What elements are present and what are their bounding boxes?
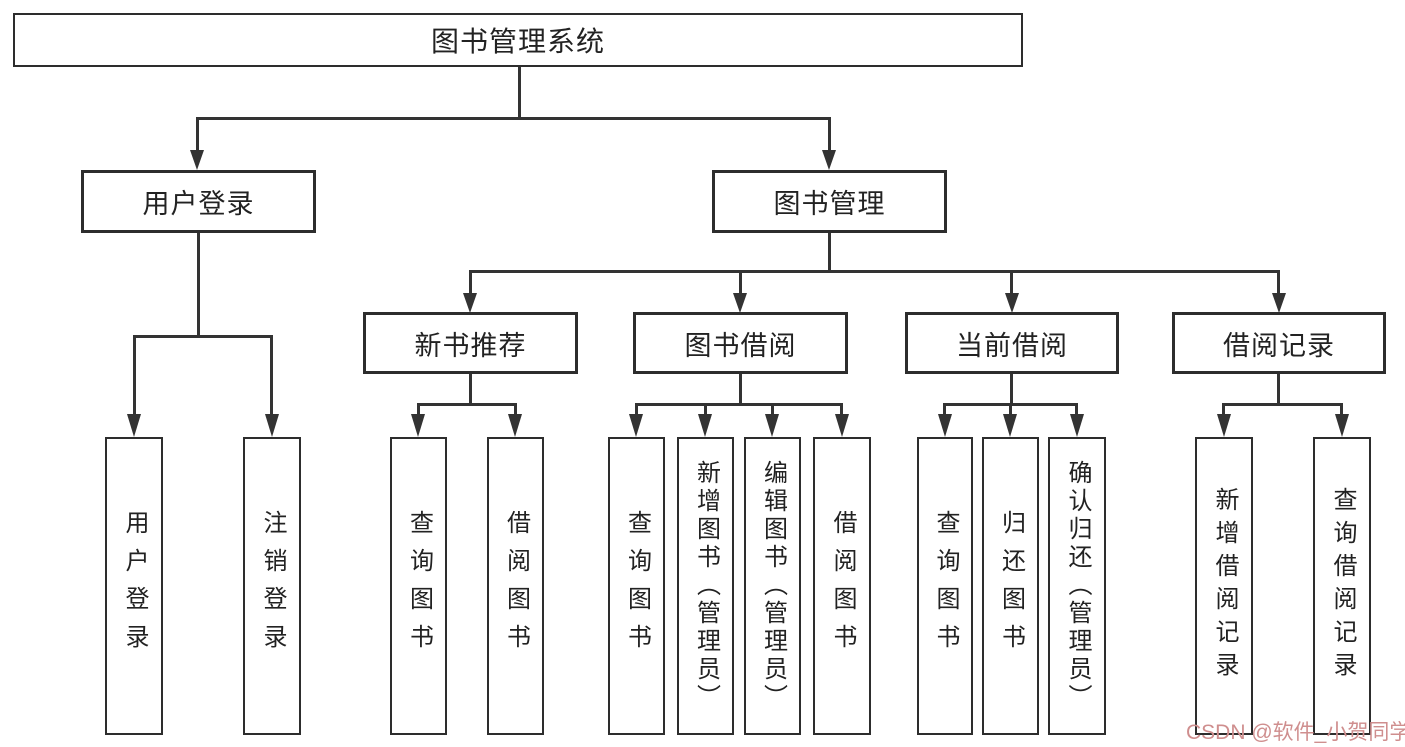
node-borrowing-records: 借阅记录: [1172, 312, 1386, 374]
leaf-user-login-label: 用户登录: [121, 510, 148, 662]
node-book-borrowing-label: 图书借阅: [684, 330, 797, 361]
connector-line: [469, 270, 472, 296]
leaf-add-borrow-record-label: 新增借阅记录: [1211, 487, 1238, 685]
leaf-add-borrow-record: 新增借阅记录: [1195, 437, 1253, 735]
node-book-management-label: 图书管理: [773, 189, 886, 219]
connector-line: [1277, 270, 1280, 296]
leaf-borrow-books-borrow: 借阅图书: [813, 437, 871, 735]
connector-line: [1222, 403, 1342, 406]
connector-line: [469, 270, 1280, 273]
leaf-edit-book-admin: 编辑图书（管理员）: [744, 437, 801, 735]
arrow-down-icon: [1003, 414, 1017, 437]
node-borrowing-records-label: 借阅记录: [1223, 330, 1335, 361]
connector-line: [417, 403, 420, 415]
connector-line: [739, 374, 742, 405]
arrow-down-icon: [1070, 414, 1084, 437]
connector-line: [417, 403, 517, 406]
connector-line: [469, 374, 472, 405]
leaf-confirm-return-admin-label: 确认归还（管理员）: [1064, 460, 1091, 712]
connector-line: [828, 233, 831, 272]
leaf-logout: 注销登录: [243, 437, 301, 735]
connector-line: [828, 117, 831, 152]
arrow-down-icon: [127, 414, 141, 437]
connector-line: [704, 403, 707, 415]
arrow-down-icon: [733, 293, 747, 313]
connector-line: [771, 403, 774, 415]
connector-line: [739, 270, 742, 296]
connector-line: [133, 335, 136, 416]
node-new-book-recommend: 新书推荐: [363, 312, 578, 374]
leaf-borrow-books-recommend-label: 借阅图书: [502, 510, 530, 662]
arrow-down-icon: [190, 150, 204, 170]
leaf-return-book-label: 归还图书: [997, 510, 1025, 662]
connector-line: [1009, 403, 1012, 415]
arrow-down-icon: [938, 414, 952, 437]
connector-line: [196, 117, 831, 120]
connector-line: [635, 403, 843, 406]
connector-line: [1075, 403, 1078, 415]
connector-line: [197, 233, 200, 337]
leaf-query-books-recommend: 查询图书: [390, 437, 447, 735]
arrow-down-icon: [265, 414, 279, 437]
leaf-user-login: 用户登录: [105, 437, 163, 735]
connector-line: [1222, 403, 1225, 415]
arrow-down-icon: [463, 293, 477, 313]
arrow-down-icon: [1272, 293, 1286, 313]
leaf-return-book: 归还图书: [982, 437, 1039, 735]
leaf-query-books-current: 查询图书: [917, 437, 973, 735]
connector-line: [270, 335, 273, 416]
node-book-management: 图书管理: [712, 170, 947, 233]
connector-line: [1277, 374, 1280, 405]
leaf-query-books-borrow-label: 查询图书: [623, 510, 651, 662]
leaf-add-book-admin: 新增图书（管理员）: [677, 437, 734, 735]
connector-line: [943, 403, 946, 415]
arrow-down-icon: [629, 414, 643, 437]
leaf-query-borrow-record-label: 查询借阅记录: [1329, 487, 1356, 685]
leaf-add-book-admin-label: 新增图书（管理员）: [692, 460, 720, 712]
connector-line: [133, 335, 273, 338]
connector-line: [840, 403, 843, 415]
node-current-borrowing: 当前借阅: [905, 312, 1119, 374]
node-user-login-label: 用户登录: [142, 189, 255, 219]
arrow-down-icon: [1217, 414, 1231, 437]
leaf-logout-label: 注销登录: [259, 510, 286, 662]
connector-line: [1340, 403, 1343, 415]
arrow-down-icon: [508, 414, 522, 437]
arrow-down-icon: [765, 414, 779, 437]
leaf-query-books-recommend-label: 查询图书: [405, 510, 433, 662]
watermark: CSDN @软件_小贺同学: [1186, 721, 1405, 744]
arrow-down-icon: [822, 150, 836, 170]
connector-line: [514, 403, 517, 415]
node-root: 图书管理系统: [13, 13, 1023, 67]
arrow-down-icon: [835, 414, 849, 437]
arrow-down-icon: [1335, 414, 1349, 437]
leaf-edit-book-admin-label: 编辑图书（管理员）: [759, 460, 787, 712]
connector-line: [518, 67, 521, 119]
node-user-login: 用户登录: [81, 170, 316, 233]
connector-line: [1010, 374, 1013, 405]
connector-line: [196, 117, 199, 152]
arrow-down-icon: [411, 414, 425, 437]
leaf-borrow-books-borrow-label: 借阅图书: [829, 510, 856, 662]
connector-line: [635, 403, 638, 415]
connector-line: [1010, 270, 1013, 296]
node-root-label: 图书管理系统: [430, 26, 605, 57]
leaf-confirm-return-admin: 确认归还（管理员）: [1048, 437, 1106, 735]
leaf-query-books-current-label: 查询图书: [932, 510, 959, 662]
arrow-down-icon: [698, 414, 712, 437]
node-current-borrowing-label: 当前借阅: [956, 330, 1068, 361]
node-book-borrowing: 图书借阅: [633, 312, 848, 374]
leaf-borrow-books-recommend: 借阅图书: [487, 437, 544, 735]
leaf-query-borrow-record: 查询借阅记录: [1313, 437, 1371, 735]
node-new-book-recommend-label: 新书推荐: [414, 330, 527, 361]
arrow-down-icon: [1005, 293, 1019, 313]
leaf-query-books-borrow: 查询图书: [608, 437, 665, 735]
